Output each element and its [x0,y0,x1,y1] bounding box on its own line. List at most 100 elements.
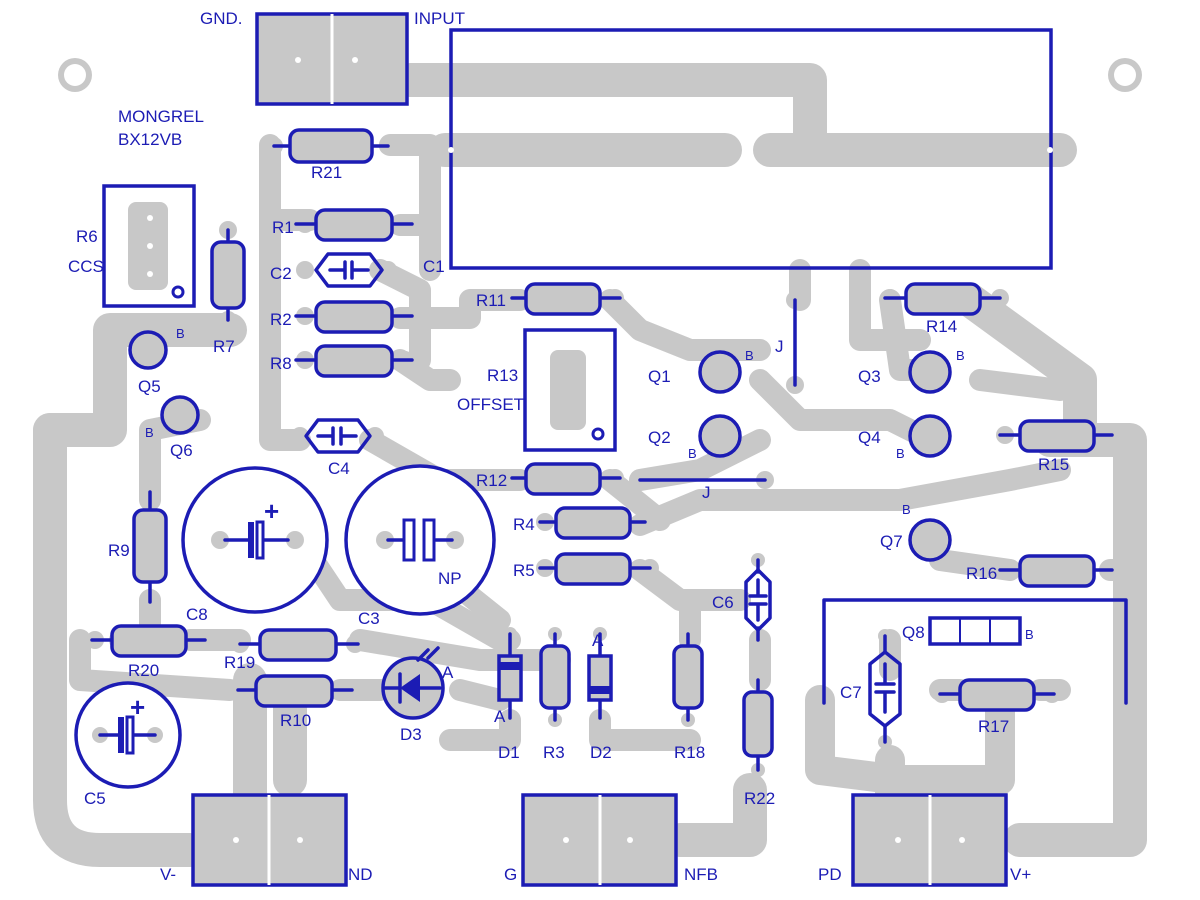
transistor-icon [928,616,1022,646]
transistor-icon [698,350,742,394]
resistor-icon [554,552,632,586]
resistor-r14 [881,282,1009,316]
r3-label: R3 [543,743,565,762]
transistor-icon [698,414,742,458]
resistor-r20 [86,624,209,658]
r15-label: R15 [1038,455,1069,474]
capacitor-c7 [868,629,902,749]
c8-label: C8 [186,605,208,624]
resistor-r11 [510,282,624,316]
resistor-icon [110,624,188,658]
resistor-r12 [510,462,624,496]
resistor-icon [958,678,1036,712]
q7-base-mark: B [902,502,911,517]
c1-label: C1 [423,257,445,276]
capacitor-icon [344,464,496,616]
capacitor-icon [328,260,370,280]
resistor-r3 [539,627,571,727]
transistor-q3 [908,350,952,394]
resistor-r18 [672,627,704,727]
q4-label: Q4 [858,428,881,447]
c6-label: C6 [712,593,734,612]
q5-label: Q5 [138,377,161,396]
r11-label: R11 [476,291,506,310]
resistor-icon [554,506,632,540]
q2-base-mark: B [688,446,697,461]
led-d3 [381,646,445,720]
mounting-hole-left [58,58,92,92]
terminal-block-supply-right [851,793,1008,887]
diode-d1 [497,627,523,725]
resistor-icon [254,674,334,708]
d1-label: D1 [498,743,520,762]
resistor-r7 [210,221,246,329]
resistor-icon [524,462,602,496]
resistor-icon [314,344,394,378]
q3-label: Q3 [858,367,881,386]
gnd-bottom-label: ND [348,865,373,884]
capacitor-c4 [291,418,384,454]
transistor-q2 [698,414,742,458]
q2-label: Q2 [648,428,671,447]
resistor-r17 [933,678,1061,712]
transistor-icon [908,350,952,394]
terminal-block-input [255,12,409,106]
capacitor-icon [748,578,768,622]
c3-label: C3 [358,609,380,628]
d3-anode-mark: A [442,663,454,682]
resistor-icon [132,508,168,584]
gnd-input-label: GND. [200,9,243,28]
c5-label: C5 [84,789,106,808]
resistor-r8 [294,344,414,378]
pd-label: PD [818,865,842,884]
transistor-q5 [128,330,168,370]
c4-label: C4 [328,459,350,478]
r6-label: R6 [76,227,98,246]
r13-note: OFFSET [457,395,524,414]
electrolytic-capacitor-icon [181,466,329,614]
q8-base-mark: B [1025,627,1034,642]
capacitor-c2 [296,252,397,288]
jumper-vertical-mark: J [775,337,784,356]
d2-label: D2 [590,743,612,762]
resistor-r21 [265,128,397,164]
d2-anode-mark: A [592,631,604,650]
board-title-line2: BX12VB [118,130,182,149]
capacitor-c1-outline [448,28,1053,270]
q6-base-mark: B [145,425,154,440]
board-title-line1: MONGREL [118,107,204,126]
r13-label: R13 [487,366,518,385]
terminal-block-feedback [521,793,678,887]
resistor-r19 [231,628,364,662]
q1-base-mark: B [745,348,754,363]
resistor-icon [1018,554,1096,588]
r8-label: R8 [270,354,292,373]
resistor-icon [1018,419,1096,453]
resistor-r22 [742,673,774,777]
q3-base-mark: B [956,348,965,363]
g-label: G [504,865,517,884]
q1-label: Q1 [648,367,671,386]
q5-base-mark: B [176,326,185,341]
r10-label: R10 [280,711,311,730]
q7-label: Q7 [880,532,903,551]
mounting-hole-right [1108,58,1142,92]
transistor-q8 [928,616,1022,646]
c8-plus: + [264,496,279,526]
resistor-icon [524,282,602,316]
r6-note: CCS [68,257,104,276]
r2-label: R2 [270,310,292,329]
transistor-icon [908,518,952,562]
transistor-q7 [908,518,952,562]
capacitor-c5 [74,681,182,789]
r18-label: R18 [674,743,705,762]
resistor-r10 [231,674,359,708]
resistor-icon [210,240,246,310]
resistor-r4 [536,506,651,540]
terminal-block-supply-left [191,793,348,887]
c7-label: C7 [840,683,862,702]
r1-label: R1 [272,218,294,237]
capacitor-icon [874,662,896,714]
resistor-r5 [536,552,659,586]
resistor-icon [288,128,374,164]
